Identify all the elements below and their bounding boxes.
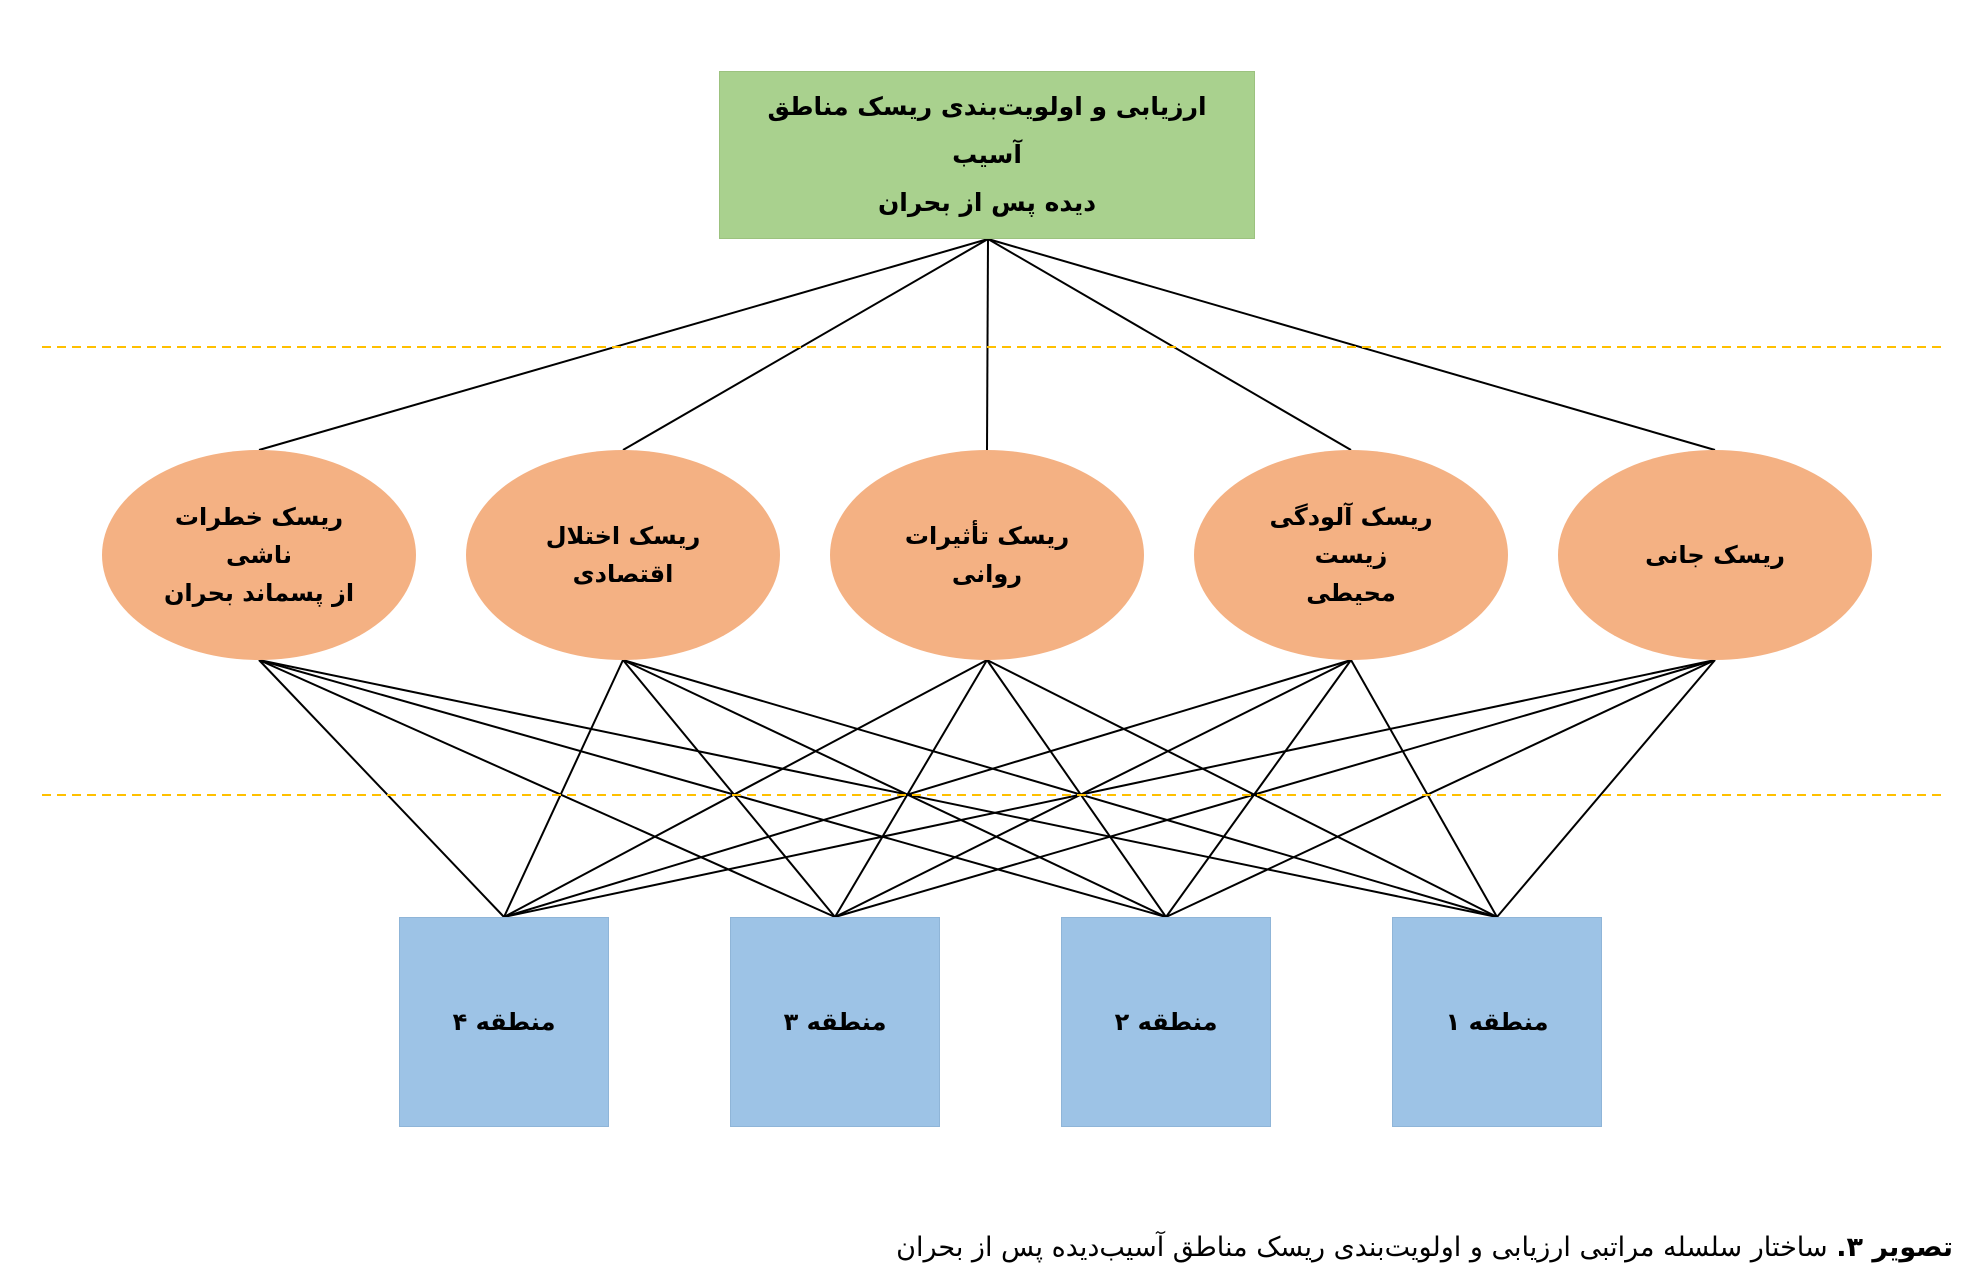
goal-to-criterion-line-3 xyxy=(986,238,989,451)
alternative-label: منطقه ۳ xyxy=(783,1008,887,1036)
criterion-1-to-alternative-4-line xyxy=(258,659,1498,918)
alternative-label: منطقه ۴ xyxy=(452,1008,556,1036)
alternative-region-1: منطقه ۱ xyxy=(1392,917,1602,1127)
criterion-3-to-alternative-1-line xyxy=(503,659,988,918)
goal-box: ارزیابی و اولویت‌بندی ریسک مناطق آسیب دی… xyxy=(719,71,1255,239)
caption-text: ساختار سلسله مراتبی ارزیابی و اولویت‌بند… xyxy=(896,1232,1837,1263)
criterion-3-to-alternative-2-line xyxy=(834,659,988,918)
criterion-label-line-1: ریسک آلودگی زیست xyxy=(1269,503,1433,569)
criterion-2-to-alternative-3-line xyxy=(622,659,1167,918)
criterion-5-to-alternative-1-line xyxy=(503,659,1716,918)
criterion-environmental-pollution: ریسک آلودگی زیست محیطی xyxy=(1194,450,1508,660)
goal-to-criterion-line-5 xyxy=(987,238,1716,451)
alternative-region-4: منطقه ۴ xyxy=(399,917,609,1127)
criterion-1-to-alternative-3-line xyxy=(258,659,1167,918)
criterion-label-line-1: ریسک خطرات ناشی xyxy=(174,503,344,569)
criterion-1-to-alternative-1-line xyxy=(258,659,505,918)
criterion-label-line-2: از پسماند بحران xyxy=(163,579,355,607)
criterion-label-line-2: اقتصادی xyxy=(572,560,674,588)
criterion-label-line-2: محیطی xyxy=(1306,579,1396,607)
criterion-4-to-alternative-4-line xyxy=(1350,659,1498,918)
criterion-economic-disruption: ریسک اختلال اقتصادی xyxy=(466,450,780,660)
criterion-4-to-alternative-3-line xyxy=(1165,659,1352,918)
alternative-region-2: منطقه ۲ xyxy=(1061,917,1271,1127)
criterion-2-to-alternative-1-line xyxy=(503,659,624,918)
criterion-life-risk: ریسک جانی xyxy=(1558,450,1872,660)
criterion-label-line-1: ریسک تأثیرات روانی xyxy=(904,522,1070,588)
criterion-5-to-alternative-2-line xyxy=(834,659,1716,918)
caption-label: تصویر ۳. xyxy=(1836,1232,1953,1263)
figure-caption: تصویر ۳. ساختار سلسله مراتبی ارزیابی و ا… xyxy=(896,1232,1953,1263)
alternative-region-3: منطقه ۳ xyxy=(730,917,940,1127)
criterion-1-to-alternative-2-line xyxy=(258,659,836,918)
criterion-label-line-1: ریسک جانی xyxy=(1645,541,1785,569)
criterion-label-line-1: ریسک اختلال xyxy=(545,522,701,550)
criterion-waste-hazard: ریسک خطرات ناشی از پسماند بحران xyxy=(102,450,416,660)
alternative-label: منطقه ۱ xyxy=(1445,1008,1549,1036)
goal-line-1: ارزیابی و اولویت‌بندی ریسک مناطق آسیب xyxy=(767,92,1207,169)
goal-to-criterion-line-1 xyxy=(258,238,989,451)
criterion-2-to-alternative-4-line xyxy=(622,659,1498,918)
criterion-2-to-alternative-2-line xyxy=(622,659,836,918)
criterion-5-to-alternative-4-line xyxy=(1496,659,1716,918)
criterion-3-to-alternative-3-line xyxy=(986,659,1167,918)
alternative-label: منطقه ۲ xyxy=(1114,1008,1218,1036)
goal-line-2: دیده پس از بحران xyxy=(877,188,1097,217)
criterion-4-to-alternative-2-line xyxy=(834,659,1352,918)
criterion-3-to-alternative-4-line xyxy=(986,659,1498,918)
goal-to-criterion-line-4 xyxy=(987,238,1352,451)
criterion-psychological-effects: ریسک تأثیرات روانی xyxy=(830,450,1144,660)
goal-to-criterion-line-2 xyxy=(622,238,989,451)
criterion-4-to-alternative-1-line xyxy=(503,659,1352,918)
criterion-5-to-alternative-3-line xyxy=(1165,659,1716,918)
